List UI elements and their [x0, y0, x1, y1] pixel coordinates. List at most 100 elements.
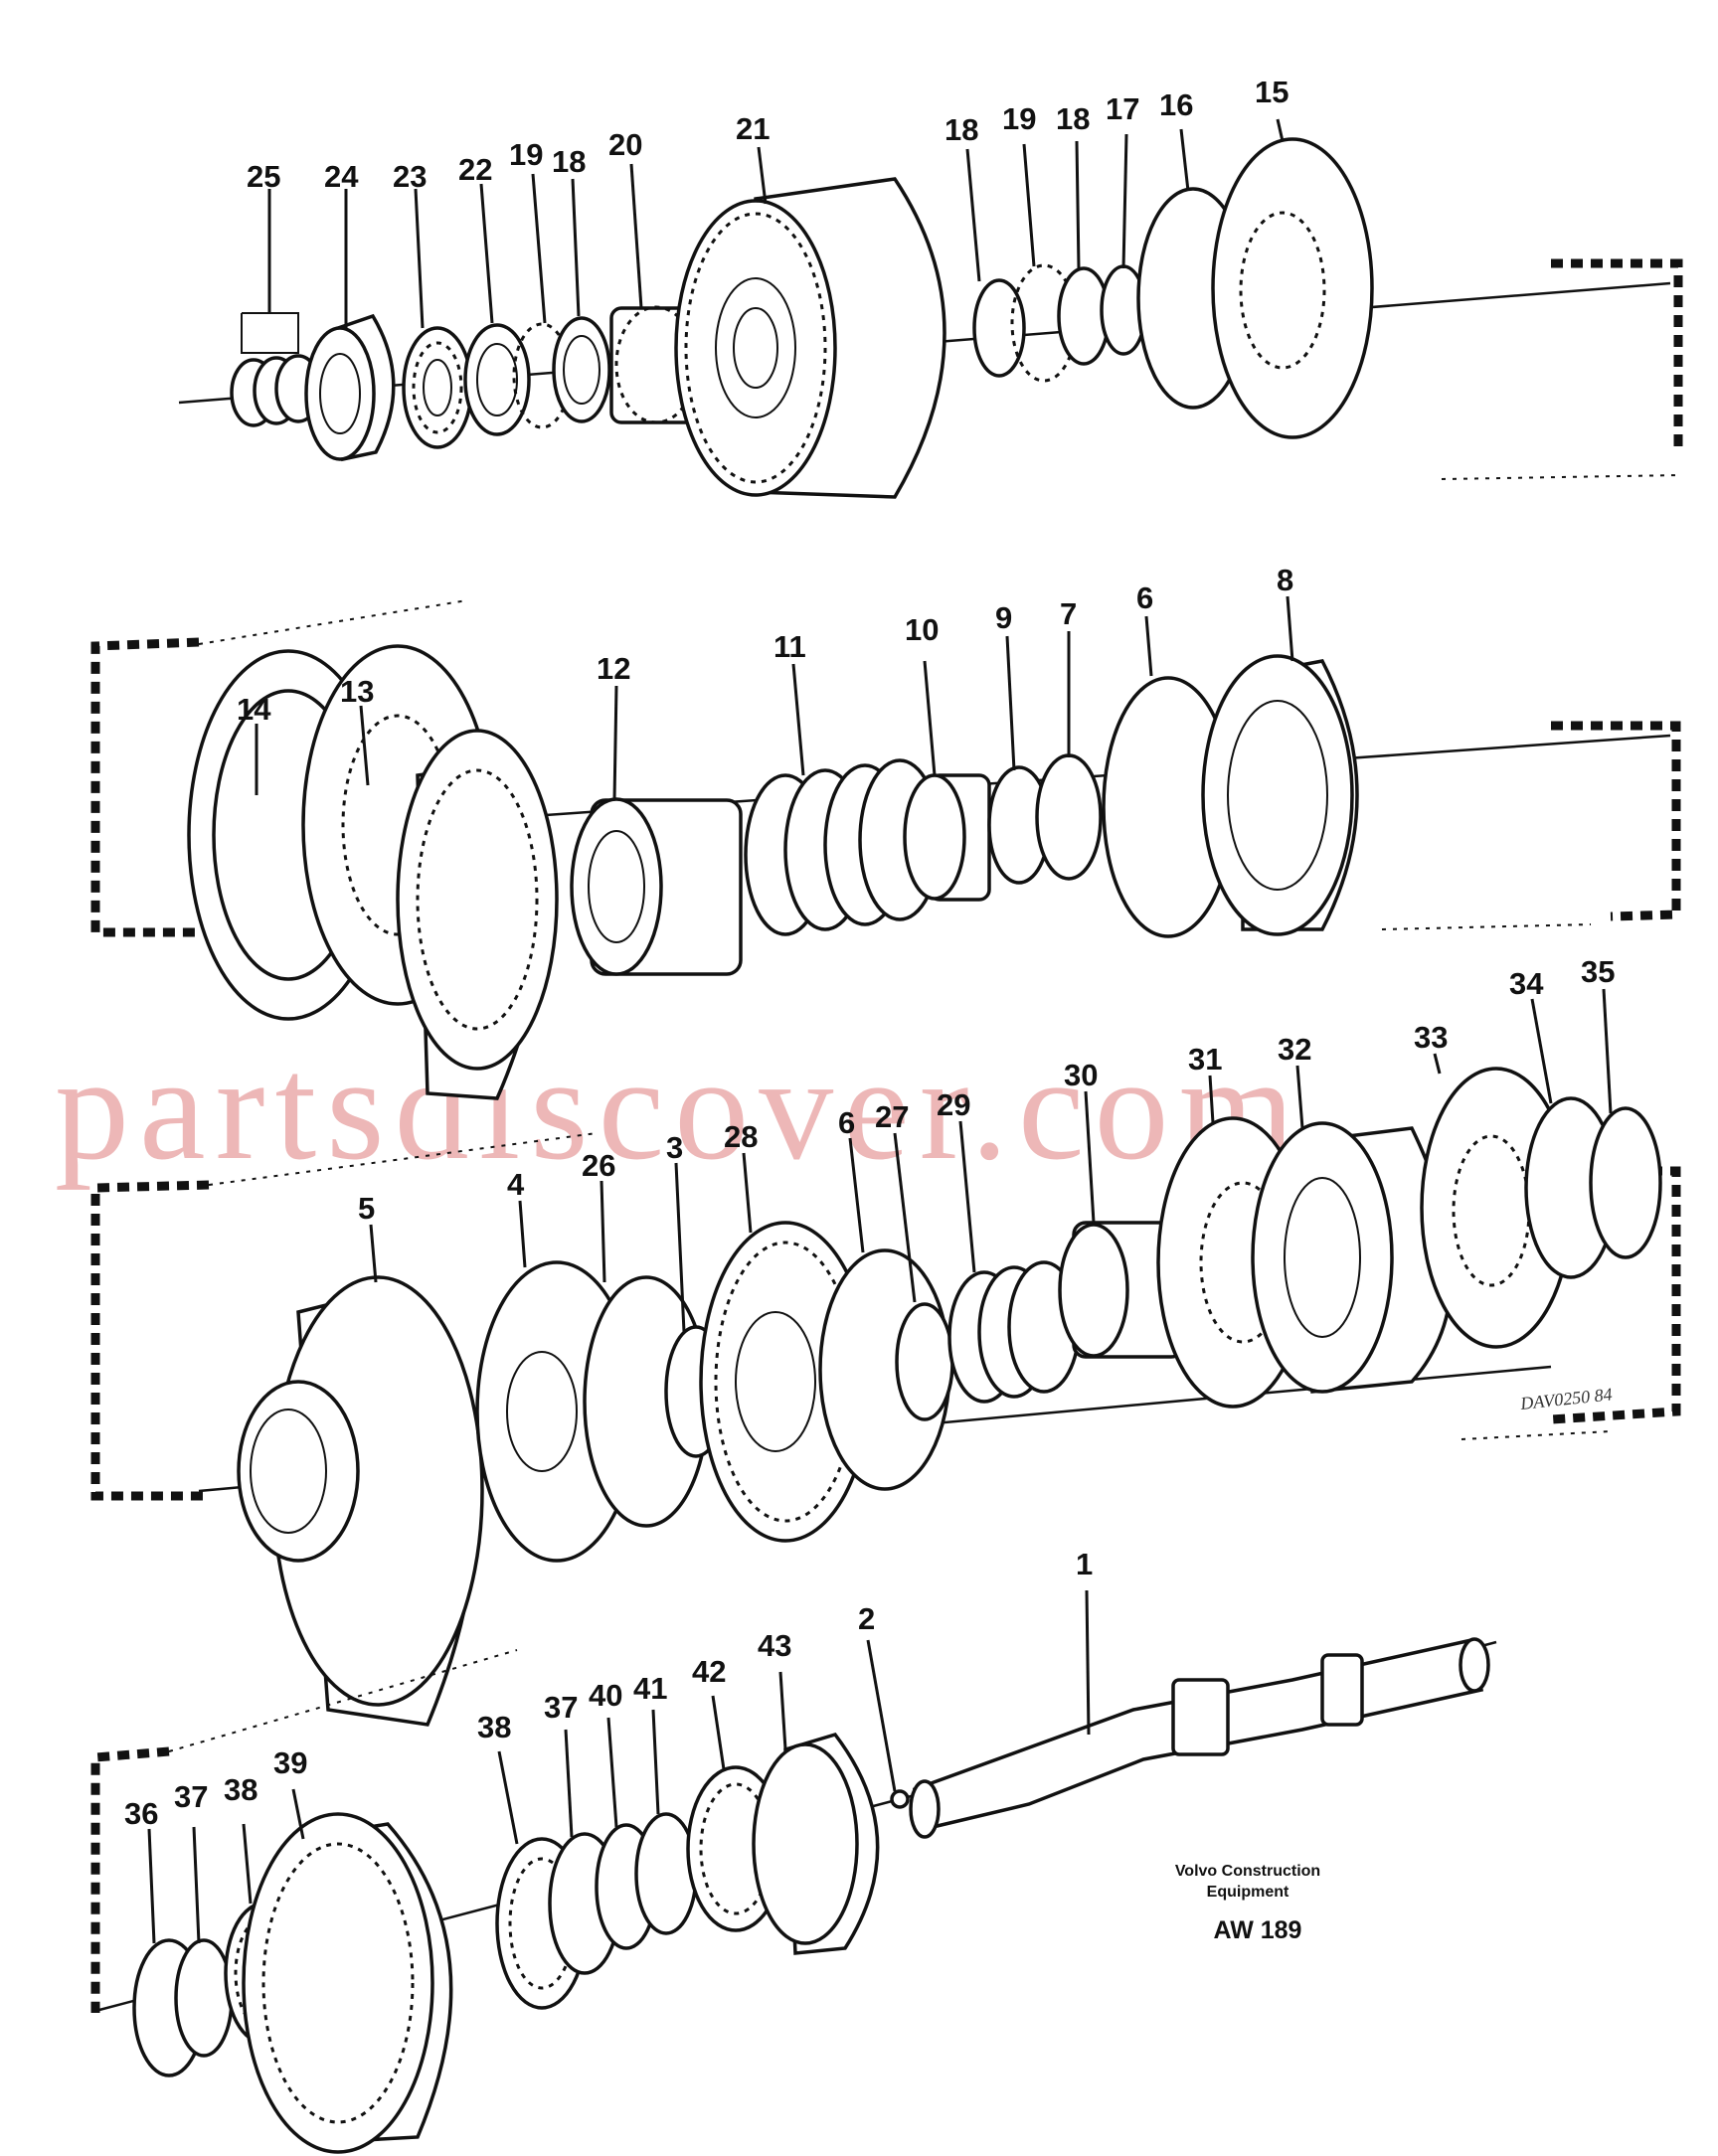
- label-5: 5: [358, 1191, 375, 1226]
- row-1-assembly: 25 24 23 22 19 18 20 21 18 19 18 17 16 1…: [178, 75, 1683, 499]
- label-27: 27: [875, 1099, 909, 1134]
- label-16: 16: [1159, 87, 1193, 122]
- row-3-leaders: [369, 988, 1613, 1333]
- label-18b: 18: [945, 112, 978, 147]
- label-30: 30: [1064, 1058, 1098, 1092]
- caption-code: AW 189: [1214, 1916, 1302, 1944]
- label-14: 14: [237, 692, 271, 727]
- part-27-ring: [895, 1302, 954, 1421]
- row-4-assembly: 36 37 38 39 38 37 40 41 42 43 2 1: [90, 1547, 1497, 2154]
- row-2-assembly: 14 13 12 11 10 9 7 6 8: [90, 563, 1681, 1100]
- label-21: 21: [736, 111, 770, 146]
- label-18: 18: [552, 144, 586, 179]
- part-18-washer-b: [972, 278, 1026, 378]
- label-3: 3: [666, 1130, 683, 1165]
- label-15: 15: [1255, 75, 1288, 109]
- label-41: 41: [633, 1671, 667, 1706]
- part-32-disc-pack: [1251, 1121, 1454, 1394]
- label-19b: 19: [1002, 101, 1036, 136]
- row-2-frame-end: [1551, 721, 1681, 921]
- label-13: 13: [340, 674, 374, 709]
- row-2-labels: 14 13 12 11 10 9 7 6 8: [237, 563, 1293, 727]
- part-22-ring: [463, 323, 531, 436]
- drawing-signature: DAV0250 84: [1518, 1384, 1613, 1413]
- label-17: 17: [1106, 91, 1139, 126]
- label-25: 25: [247, 159, 280, 194]
- part-18-washer: [552, 316, 611, 423]
- label-26: 26: [582, 1148, 615, 1183]
- label-33: 33: [1414, 1020, 1448, 1055]
- row-2-frame-start: [90, 637, 200, 937]
- label-28: 28: [724, 1119, 758, 1154]
- row-2-leaders: [255, 595, 1294, 801]
- part-41-washer: [634, 1812, 698, 1935]
- label-20: 20: [608, 127, 642, 162]
- row-1-frame-end: [1551, 258, 1683, 452]
- label-12: 12: [597, 651, 630, 686]
- label-40: 40: [589, 1678, 622, 1713]
- part-13-disc-pack: [396, 729, 559, 1100]
- label-6: 6: [1136, 580, 1153, 615]
- caption-line-1: Volvo Construction: [1175, 1863, 1320, 1880]
- label-34: 34: [1509, 966, 1544, 1001]
- part-7-snap-ring: [1035, 753, 1103, 881]
- label-7: 7: [1060, 596, 1077, 631]
- label-36: 36: [124, 1796, 158, 1831]
- part-1-shaft: [909, 1637, 1490, 1839]
- label-1: 1: [1076, 1547, 1093, 1581]
- label-38b: 38: [477, 1710, 511, 1744]
- label-37b: 37: [544, 1690, 578, 1725]
- row-1-dotted-link: [1441, 474, 1681, 480]
- label-39: 39: [273, 1745, 307, 1780]
- part-23-roller-bearing: [402, 326, 473, 449]
- row-3-frame-start: [90, 1180, 210, 1501]
- part-8-piston: [1201, 654, 1359, 936]
- part-10-spring-retainer: [903, 773, 991, 902]
- row-4-labels: 36 37 38 39 38 37 40 41 42 43 2 1: [124, 1547, 1093, 1831]
- label-8: 8: [1277, 563, 1293, 597]
- label-2: 2: [858, 1601, 875, 1636]
- label-22: 22: [458, 152, 492, 187]
- row-2-dotted-top: [198, 599, 468, 645]
- row-3-assembly: 5 4 26 3 28 6 27 29 30 31 32 33 34 35 DA…: [90, 954, 1681, 1727]
- part-39-gear: [242, 1812, 453, 2154]
- label-18c: 18: [1056, 101, 1090, 136]
- row-3-dotted-bottom: [1460, 1430, 1612, 1440]
- row-4-leaders: [147, 1589, 1091, 1944]
- label-38: 38: [224, 1772, 258, 1807]
- part-24-bearing: [304, 313, 396, 462]
- caption-line-2: Equipment: [1207, 1884, 1289, 1901]
- part-29-springs: [947, 1260, 1081, 1404]
- part-15-disc: [1211, 137, 1374, 439]
- label-24: 24: [324, 159, 359, 194]
- row-3-labels: 5 4 26 3 28 6 27 29 30 31 32 33 34 35: [358, 954, 1615, 1226]
- label-43: 43: [758, 1628, 791, 1663]
- part-2-ball: [890, 1789, 910, 1809]
- label-35: 35: [1581, 954, 1615, 989]
- label-11: 11: [773, 629, 806, 664]
- label-9: 9: [995, 600, 1012, 635]
- label-42: 42: [692, 1654, 726, 1689]
- part-12-hub: [570, 797, 743, 976]
- label-4: 4: [507, 1167, 525, 1202]
- label-23: 23: [393, 159, 427, 194]
- part-43-bearing-cup: [752, 1732, 880, 1955]
- label-31: 31: [1188, 1042, 1222, 1077]
- label-29: 29: [937, 1087, 970, 1122]
- part-37-ring: [174, 1938, 234, 2058]
- part-21-clutch-drum: [674, 177, 946, 499]
- row-4-frame-start: [90, 1746, 170, 2013]
- caption-block: Volvo Construction Equipment AW 189: [1175, 1863, 1320, 1944]
- label-19: 19: [509, 137, 543, 172]
- row-1-leaders: [241, 118, 1285, 354]
- row-2-dotted-bottom: [1381, 923, 1592, 930]
- label-32: 32: [1278, 1032, 1311, 1067]
- row-1-labels: 25 24 23 22 19 18 20 21 18 19 18 17 16 1…: [247, 75, 1288, 194]
- watermark: partsdiscover.com: [55, 1026, 1304, 1191]
- label-10: 10: [905, 612, 939, 647]
- label-37: 37: [174, 1779, 208, 1814]
- part-5-gear: [237, 1275, 484, 1727]
- part-35-snap-ring: [1589, 1106, 1662, 1259]
- label-6b: 6: [838, 1105, 855, 1140]
